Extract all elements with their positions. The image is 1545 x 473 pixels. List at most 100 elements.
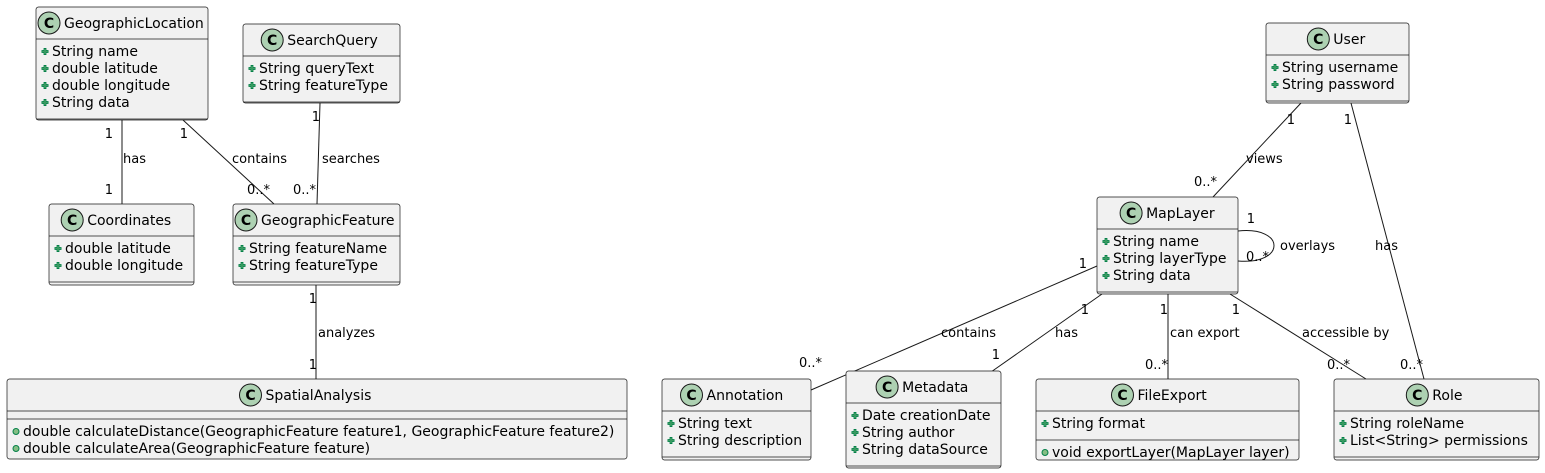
- public-visibility-icon: [238, 262, 246, 269]
- multiplicity-target: 0..*: [1400, 358, 1424, 373]
- relation-label: views: [1246, 152, 1283, 167]
- multiplicity-source: 1: [1232, 303, 1240, 318]
- multiplicity-source: 1: [105, 127, 113, 142]
- svg-text:String roleName: String roleName: [1350, 416, 1464, 432]
- class-circle-icon: C: [1306, 27, 1330, 51]
- class-field: String username: [1271, 60, 1398, 76]
- svg-text:String format: String format: [1052, 416, 1145, 432]
- svg-text:double latitude: double latitude: [52, 61, 158, 77]
- svg-text:String data: String data: [52, 95, 130, 111]
- relation-label: can export: [1170, 326, 1240, 341]
- class-circle-icon: C: [60, 208, 84, 232]
- public-visibility-icon: [851, 446, 859, 453]
- class-circle-icon: C: [1111, 383, 1134, 407]
- relation-line: [990, 293, 1103, 373]
- svg-text:String featureType: String featureType: [249, 258, 378, 274]
- class-circle-icon: C: [260, 28, 284, 52]
- multiplicity-source: 1: [1287, 113, 1295, 128]
- relation-user-layer: views 1 0..*: [1194, 102, 1302, 198]
- relation-label: searches: [322, 152, 380, 167]
- class-field: String name: [1102, 234, 1199, 250]
- svg-text:void exportLayer(MapLayer laye: void exportLayer(MapLayer layer): [1052, 445, 1290, 461]
- svg-text:String name: String name: [1113, 234, 1199, 250]
- class-name: FileExport: [1138, 388, 1208, 404]
- relation-label: has: [1055, 326, 1078, 341]
- svg-text:C: C: [245, 388, 255, 404]
- class-name: SpatialAnalysis: [266, 388, 372, 404]
- class-name: SearchQuery: [287, 33, 378, 49]
- svg-text:String name: String name: [52, 44, 138, 60]
- class-method: double calculateArea(GeographicFeature f…: [12, 441, 370, 457]
- public-visibility-icon: [41, 99, 49, 106]
- class-field: List<String> permissions: [1339, 433, 1528, 449]
- multiplicity-target: 0..*: [1194, 175, 1218, 190]
- public-visibility-icon: [1339, 437, 1347, 444]
- class-circle-icon: C: [37, 11, 61, 35]
- multiplicity-source: 1: [1081, 303, 1089, 318]
- public-visibility-icon: [1271, 81, 1279, 88]
- svg-text:String featureType: String featureType: [259, 78, 388, 94]
- public-visibility-icon: [41, 65, 49, 72]
- svg-text:C: C: [1412, 388, 1422, 404]
- svg-text:String author: String author: [862, 425, 955, 441]
- public-visibility-icon: [667, 420, 675, 427]
- class-name: MapLayer: [1146, 206, 1215, 222]
- public-visibility-icon: [41, 82, 49, 89]
- class-circle-icon: C: [1119, 201, 1143, 225]
- class-field: String format: [1041, 416, 1145, 432]
- svg-text:String dataSource: String dataSource: [862, 442, 988, 458]
- relation-line: [316, 102, 321, 205]
- svg-text:C: C: [267, 33, 277, 49]
- multiplicity-target: 1: [992, 348, 1000, 363]
- public-visibility-icon: [1041, 420, 1049, 427]
- svg-text:String password: String password: [1282, 77, 1395, 93]
- public-visibility-icon: [238, 245, 246, 252]
- class-field: String layerType: [1102, 251, 1227, 267]
- relation-line: [1212, 102, 1302, 198]
- class-circle-icon: C: [234, 208, 258, 232]
- relation-line: [810, 265, 1098, 391]
- class-circle-icon: C: [239, 383, 262, 407]
- svg-text:double calculateArea(Geographi: double calculateArea(GeographicFeature f…: [23, 441, 370, 457]
- public-visibility-icon: [1102, 238, 1110, 245]
- multiplicity-source: 1: [1160, 303, 1168, 318]
- public-visibility-icon: [1339, 420, 1347, 427]
- svg-text:C: C: [44, 16, 54, 32]
- multiplicity-target: 1: [105, 183, 113, 198]
- class-box: [35, 6, 209, 121]
- multiplicity-source: 1: [312, 110, 320, 125]
- class-box: [1333, 378, 1540, 461]
- public-visibility-icon: [1102, 255, 1110, 262]
- class-field: String featureType: [248, 78, 388, 94]
- relation-line: [1237, 230, 1275, 262]
- public-visibility-icon: [41, 48, 49, 55]
- class-name: User: [1333, 32, 1365, 48]
- relation-label: has: [1375, 239, 1398, 254]
- svg-text:String featureName: String featureName: [249, 241, 387, 257]
- relation-label: contains: [941, 326, 996, 341]
- public-visibility-icon: [54, 245, 62, 252]
- public-visibility-icon: [54, 262, 62, 269]
- multiplicity-target: 1: [309, 358, 317, 373]
- multiplicity-target: 0..*: [1246, 250, 1270, 265]
- class-field: String data: [41, 95, 130, 111]
